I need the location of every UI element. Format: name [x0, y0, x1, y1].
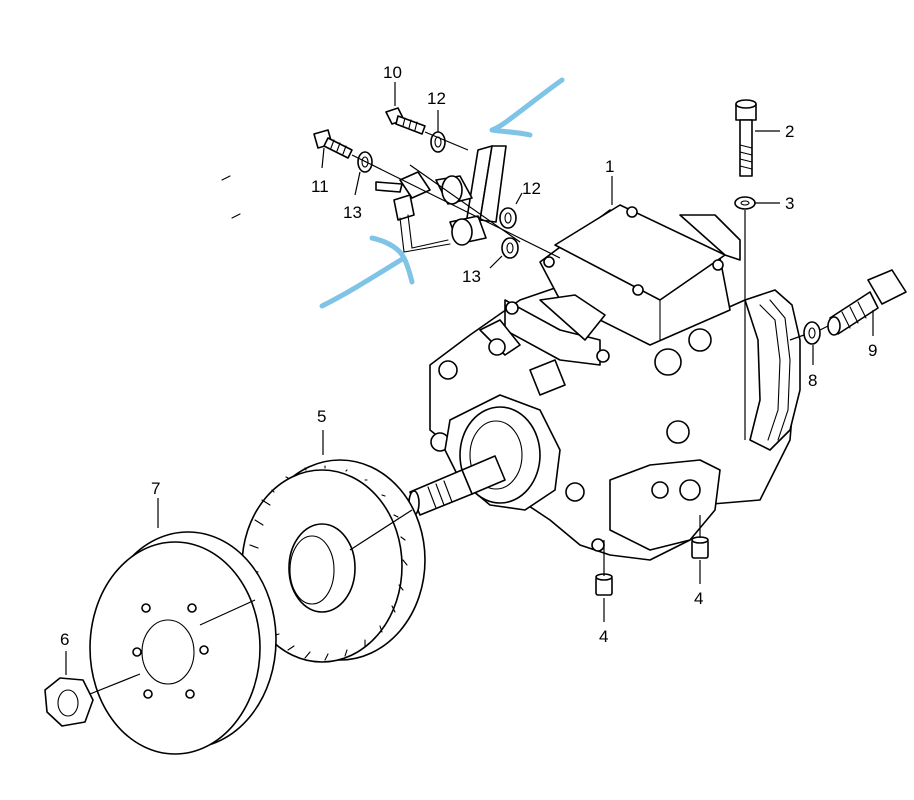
blue-annotation-marks: [319, 77, 565, 309]
callout-2: 2: [785, 122, 794, 141]
callout-labels: 1 2 3 4 4 5 6 7 8 9 10 11 12 12 13 13: [60, 63, 877, 649]
callout-7: 7: [151, 479, 160, 498]
callout-13-lower: 13: [462, 267, 481, 286]
callout-leaders: [65, 82, 874, 675]
callout-13-left: 13: [343, 203, 362, 222]
seal-ring-12-right: [499, 207, 517, 229]
long-bolt: [735, 99, 757, 177]
fuel-line-assembly: [221, 145, 507, 253]
hub-pulley: [89, 531, 277, 755]
callout-9: 9: [868, 341, 877, 360]
callout-5: 5: [317, 407, 326, 426]
callout-4-left: 4: [599, 627, 608, 646]
assembly-axis-lines: [89, 131, 829, 695]
seal-ring-12-upper: [430, 131, 446, 153]
callout-10: 10: [383, 63, 402, 82]
callout-4-right: 4: [694, 589, 703, 608]
blue-arrow-upper: [489, 77, 565, 138]
toothed-sprocket: [241, 459, 426, 663]
callout-11: 11: [311, 177, 329, 196]
banjo-bolt-11: [313, 129, 353, 159]
hex-nut: [44, 677, 94, 727]
callout-1: 1: [605, 157, 614, 176]
callout-6: 6: [60, 630, 69, 649]
drive-shaft: [408, 455, 506, 516]
union-fitting: [827, 269, 907, 336]
banjo-bolt-10: [385, 107, 426, 135]
callout-12-right: 12: [522, 179, 541, 198]
callout-3: 3: [785, 194, 794, 213]
washer-3: [734, 196, 756, 210]
callout-12-upper: 12: [427, 89, 446, 108]
callout-8: 8: [808, 371, 817, 390]
seal-ring-13-lower: [501, 237, 519, 259]
blue-arrow-lower: [319, 235, 415, 309]
rubber-mount-left: [595, 573, 613, 596]
washer-8: [803, 321, 821, 345]
rubber-mount-right: [691, 536, 709, 559]
